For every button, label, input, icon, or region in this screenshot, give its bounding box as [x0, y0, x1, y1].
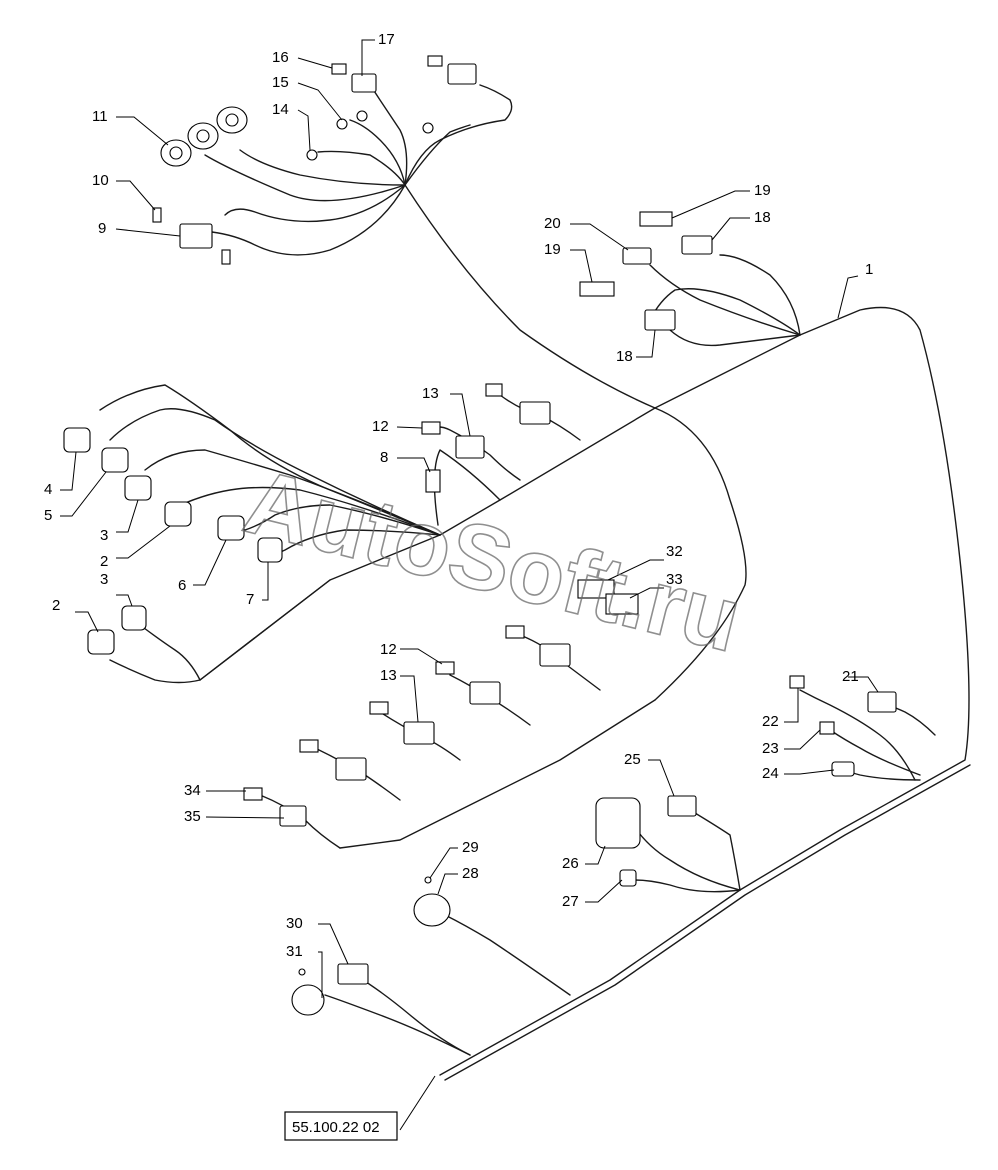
connector-part [427, 55, 443, 67]
connector-part [337, 963, 369, 985]
callout-26: 26 [562, 855, 579, 872]
callout-29: 29 [462, 839, 479, 856]
round-connector [291, 984, 325, 1016]
callout-21: 21 [842, 668, 859, 685]
connector-part [101, 447, 129, 473]
callout-2: 2 [100, 553, 108, 570]
connector-part [789, 675, 805, 689]
connector-part [485, 383, 503, 397]
connector-part [221, 249, 231, 265]
callout-14: 14 [272, 101, 289, 118]
callout-19: 19 [754, 182, 771, 199]
connector-part [605, 593, 639, 615]
connector-part [831, 761, 855, 777]
watermark-text: AutoSoft.ru [235, 450, 751, 671]
connector-part [63, 427, 91, 453]
connector-part [421, 421, 441, 435]
callout-19b: 19 [544, 241, 561, 258]
connector-part [577, 579, 615, 599]
round-connector [413, 893, 451, 927]
callout-labels: 1 2 2 3 3 4 5 6 7 8 9 10 11 12 12 13 13 … [44, 31, 873, 960]
callout-27: 27 [562, 893, 579, 910]
callout-10: 10 [92, 172, 109, 189]
callout-11: 11 [92, 108, 108, 125]
connector-part [622, 247, 652, 265]
connector-part [217, 515, 245, 541]
callout-13b: 13 [380, 667, 397, 684]
connector-part [164, 501, 192, 527]
callout-30: 30 [286, 915, 303, 932]
connector-part [152, 207, 162, 223]
connector-part [579, 281, 615, 297]
callout-22: 22 [762, 713, 779, 730]
callout-12: 12 [372, 418, 389, 435]
callout-4: 4 [44, 481, 52, 498]
connector-part [539, 643, 571, 667]
callout-18b: 18 [616, 348, 633, 365]
connector-part [351, 73, 377, 93]
callout-12b: 12 [380, 641, 397, 658]
connector-part [335, 757, 367, 781]
callout-34: 34 [184, 782, 201, 799]
callout-9: 9 [98, 220, 106, 237]
connector-part [299, 739, 319, 753]
connector-part [279, 805, 307, 827]
connector-part [179, 223, 213, 249]
connector-part [369, 701, 389, 715]
callout-31: 31 [286, 943, 303, 960]
callout-16: 16 [272, 49, 289, 66]
connector-part [455, 435, 485, 459]
callout-20: 20 [544, 215, 561, 232]
callout-33: 33 [666, 571, 683, 588]
connector-part [619, 869, 637, 887]
connector-part [257, 537, 283, 563]
connector-part [124, 475, 152, 501]
callout-18: 18 [754, 209, 771, 226]
callout-23: 23 [762, 740, 779, 757]
leader-lines [60, 39, 879, 1131]
connector-part [331, 63, 347, 75]
ring-terminal [306, 149, 318, 161]
callout-32: 32 [666, 543, 683, 560]
connector-part [243, 787, 263, 801]
connector-part [425, 469, 441, 493]
callout-13: 13 [422, 385, 439, 402]
connector-part [435, 661, 455, 675]
connector-part [644, 309, 676, 331]
callout-8: 8 [380, 449, 388, 466]
callout-2b: 2 [52, 597, 60, 614]
callout-7: 7 [246, 591, 254, 608]
connector-part [121, 605, 147, 631]
ring-terminal [422, 122, 434, 134]
connector-part [819, 721, 835, 735]
callout-1: 1 [865, 261, 873, 278]
callout-15: 15 [272, 74, 289, 91]
callout-3: 3 [100, 527, 108, 544]
callout-6: 6 [178, 577, 186, 594]
callout-28: 28 [462, 865, 479, 882]
connector-part [595, 797, 641, 849]
callout-5: 5 [44, 507, 52, 524]
reference-number: 55.100.22 02 [292, 1119, 380, 1136]
callout-35: 35 [184, 808, 201, 825]
connector-part [469, 681, 501, 705]
reference-box: 55.100.22 02 [284, 1111, 398, 1141]
connector-part [667, 795, 697, 817]
callout-17: 17 [378, 31, 395, 48]
ring-terminal [336, 118, 348, 130]
connector-part [519, 401, 551, 425]
connector-parts [63, 55, 897, 1016]
callout-25: 25 [624, 751, 641, 768]
connector-part [867, 691, 897, 713]
connector-part [403, 721, 435, 745]
callout-24: 24 [762, 765, 779, 782]
connector-part [447, 63, 477, 85]
connector-part [639, 211, 673, 227]
connector-part [505, 625, 525, 639]
callout-3b: 3 [100, 571, 108, 588]
connector-part [681, 235, 713, 255]
ring-terminal [356, 110, 368, 122]
connector-part [87, 629, 115, 655]
